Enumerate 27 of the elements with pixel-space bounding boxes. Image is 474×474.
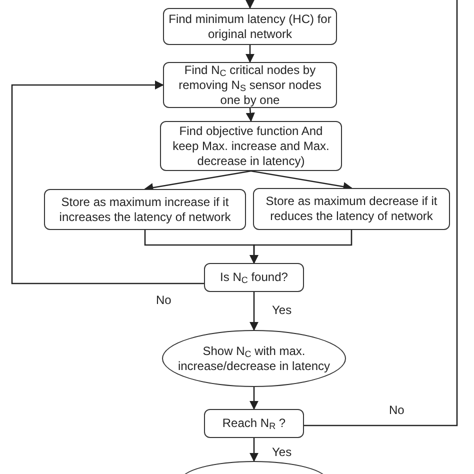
arrow [249,387,259,410]
arrow [11,80,204,284]
process-box [44,189,246,230]
arrow [249,230,352,264]
arrow [246,108,255,122]
arrow [245,45,255,63]
node-text: Find N$_{C}$ critical nodes by removing N$_{S}$ sensor nodes one by one [178,62,322,108]
node-text: Reach N$_{R}$ ? [222,416,286,431]
node-text: Show N$_{C}$ with max. increase/decrease in latency [176,344,332,374]
node-text: Store as maximum decrease if it reduces the latency of network [264,194,438,224]
arrow [249,292,259,331]
edge-label: No [388,403,406,417]
process-box [253,188,450,230]
arrow [249,438,259,462]
node-text: Store as maximum increase if it increases the latency of network [58,194,232,224]
process-box [204,409,304,438]
node-text: Find minimum latency (HC) for original network [168,12,332,42]
process-box [160,121,342,171]
edge-label: Yes [271,303,293,317]
node-text: Is N$_{C}$ found? [220,270,288,285]
process-box [204,263,304,292]
node-text: Find objective function And keep Max. increase and Max. decrease in latency) [172,124,330,168]
edge-label: Yes [271,445,293,459]
arrow [245,0,255,9]
process-box [163,8,337,45]
edge-label: No [155,293,172,307]
process-box [163,62,337,108]
